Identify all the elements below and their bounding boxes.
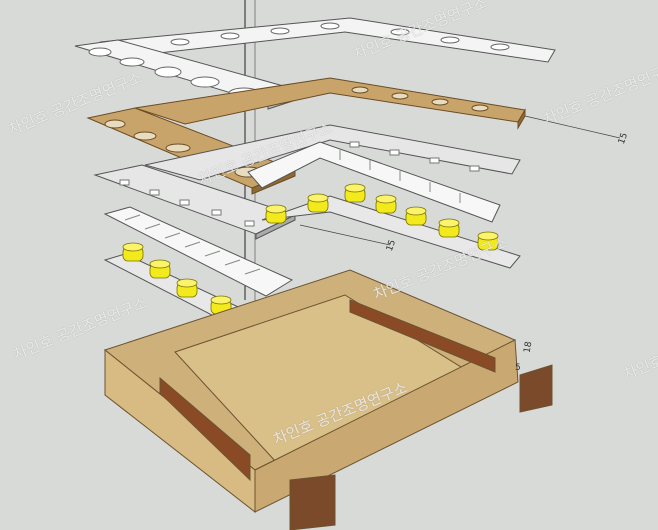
wooden-box (103, 269, 553, 530)
dimension-label: 5 (515, 363, 521, 373)
led-module-top (176, 278, 198, 288)
led-module-top (344, 183, 366, 193)
dimension-label: 15 (617, 132, 630, 146)
led-module-top (477, 231, 499, 241)
led-module-top (265, 204, 287, 214)
led-module-top (405, 206, 427, 216)
led-module-top (122, 242, 144, 252)
dimension-label: 15 (385, 239, 398, 253)
led-module-top (307, 193, 329, 203)
led-module-top (210, 295, 232, 305)
led-module-top (438, 218, 460, 228)
louver-ladder (103, 141, 501, 297)
dimension-label: 18 (523, 341, 535, 354)
led-module-top (149, 259, 171, 269)
led-module-top (375, 194, 397, 204)
